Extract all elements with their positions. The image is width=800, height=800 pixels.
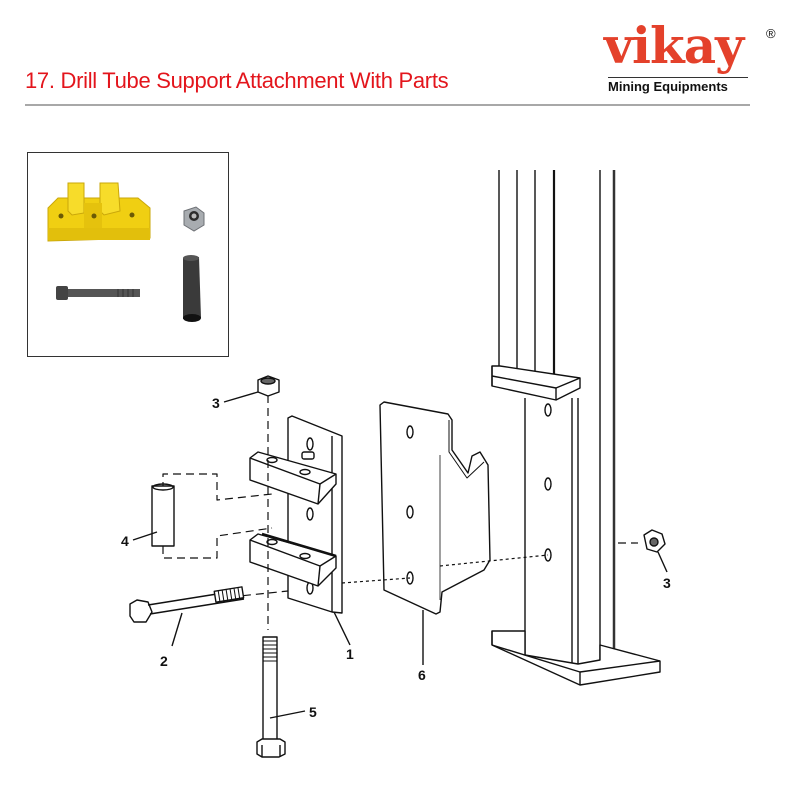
callout-4: 4	[121, 533, 129, 549]
vikay-logo: vikay ® Mining Equipments	[600, 16, 790, 102]
callout-6: 6	[418, 667, 426, 683]
registered-mark: ®	[766, 26, 776, 41]
lock-nut-part-3-top	[223, 375, 280, 403]
column-frame	[491, 170, 661, 686]
mounting-plate-part-6	[379, 401, 491, 665]
callout-3-right: 3	[663, 575, 671, 591]
callout-3-top: 3	[212, 395, 220, 411]
hex-bolt-part-2	[129, 586, 245, 647]
callout-labels: 1 2 3 3 4 5 6	[121, 395, 671, 720]
logo-underline	[608, 77, 748, 78]
sleeve-tube-icon	[183, 255, 201, 322]
logo-brand: vikay	[604, 16, 744, 75]
title-divider	[25, 104, 750, 106]
yellow-support-block-icon	[47, 182, 151, 242]
callout-5: 5	[309, 704, 317, 720]
callout-2: 2	[160, 653, 168, 669]
sleeve-part-4	[132, 483, 175, 547]
callout-1: 1	[346, 646, 354, 662]
lock-nut-part-3-right	[643, 529, 668, 573]
logo-tagline: Mining Equipments	[608, 79, 728, 94]
bracket-part-1	[249, 415, 351, 646]
parts-photo-inset	[27, 152, 229, 357]
assembly-guide-lines	[162, 395, 638, 630]
lock-nut-icon	[183, 206, 205, 232]
hex-bolt-icon	[56, 286, 140, 300]
hex-bolt-part-5	[256, 636, 306, 758]
parts-photo-svg	[47, 182, 205, 322]
page-title: 17. Drill Tube Support Attachment With P…	[25, 68, 449, 93]
